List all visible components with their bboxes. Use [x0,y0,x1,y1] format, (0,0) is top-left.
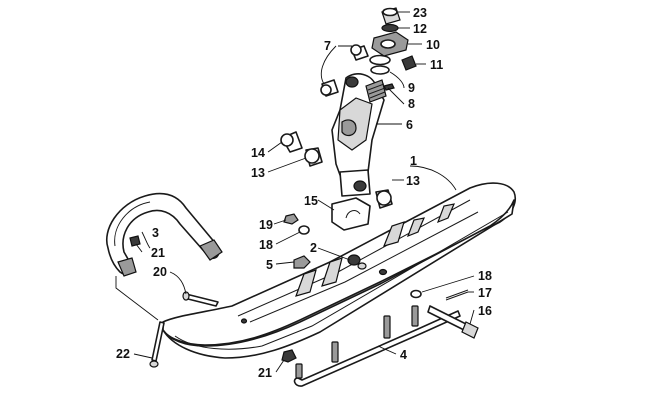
callout-8: 8 [408,97,415,111]
pivot-washer-2 [357,262,367,270]
callout-22: 22 [116,347,130,361]
callout-12: 12 [413,22,427,36]
callout-3: 3 [152,226,159,240]
callout-19: 19 [259,218,273,232]
nut-21b [281,349,297,363]
ski-body [162,182,516,359]
bushing-lower [320,79,339,97]
callout-21-top: 21 [151,246,165,260]
nut-19 [283,213,299,225]
damper-block [331,197,371,231]
spindle-pin [383,83,395,91]
callout-10: 10 [426,38,440,52]
callout-17: 17 [478,286,492,300]
wear-bar [293,305,461,387]
callout-13-right: 13 [406,174,420,188]
callout-20: 20 [153,265,167,279]
cap-nut [381,7,401,25]
nut-5 [293,255,311,269]
callout-9: 9 [408,81,415,95]
bolt-22 [149,321,165,368]
callout-labels: 23 12 10 11 7 9 8 6 14 13 1 13 15 19 3 2… [116,6,492,380]
callout-21-bottom: 21 [258,366,272,380]
callout-18-right: 18 [478,269,492,283]
ski-handle [106,192,223,277]
steering-clamp [371,31,409,57]
callout-2: 2 [310,241,317,255]
washer-18b [410,289,422,299]
bushing-upper [350,44,369,61]
nut-21a [129,235,141,247]
clamp-bolt [401,55,417,71]
washer-18a [298,225,310,235]
sleeve [280,131,303,153]
callout-23: 23 [413,6,427,20]
callout-11: 11 [430,58,443,72]
cotter-pin [445,289,469,301]
callout-13-left: 13 [251,166,265,180]
bushing-13-left [304,147,323,167]
bolt-16 [427,305,479,339]
callout-5: 5 [266,258,273,272]
leader-lines [115,11,475,373]
cap-washer [381,23,399,33]
callout-14: 14 [251,146,265,160]
callout-15: 15 [304,194,318,208]
thrust-washer [370,65,390,75]
bolt-20 [182,291,219,307]
spindle [331,73,387,197]
callout-4: 4 [400,348,407,362]
bushing-13-right [375,189,393,209]
callout-6: 6 [406,118,413,132]
callout-1: 1 [410,154,417,168]
pivot-nut-2 [347,254,361,266]
callout-7: 7 [324,39,331,53]
callout-18-left: 18 [259,238,273,252]
upper-washer [369,54,391,66]
callout-16: 16 [478,304,492,318]
